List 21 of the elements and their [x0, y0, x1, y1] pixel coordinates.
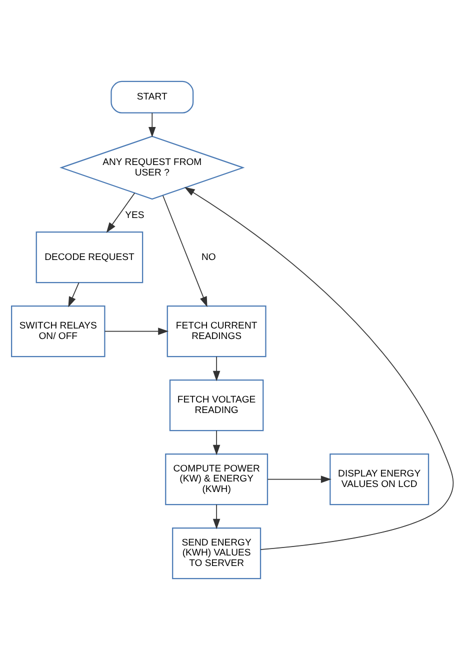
arrow	[212, 356, 220, 381]
node-box: FETCH VOLTAGE READING	[169, 378, 264, 431]
arrow	[106, 192, 136, 232]
node-box: COMPUTE POWER (KW) & ENERGY (KWH)	[165, 452, 268, 505]
node-box: SWITCH RELAYS ON/ OFF	[11, 305, 106, 357]
node-diamond: ANY REQUEST FROM USER ?	[60, 135, 245, 200]
arrow	[162, 194, 208, 307]
edge-label: NO	[202, 251, 216, 262]
arrow	[267, 475, 332, 482]
node-box: FETCH CURRENT READINGS	[166, 305, 266, 357]
arrow	[212, 430, 220, 455]
node-box: SEND ENERGY (KWH) VALUES TO SERVER	[172, 526, 262, 579]
edge-label: YES	[125, 209, 144, 220]
arrow	[68, 282, 80, 307]
arrow	[104, 327, 169, 334]
node-box: START	[110, 80, 194, 113]
arrow	[148, 112, 156, 137]
arrow	[184, 186, 454, 550]
node-box: DECODE REQUEST	[36, 231, 144, 283]
node-box: DISPLAY ENERGY VALUES ON LCD	[330, 452, 430, 505]
arrow	[212, 504, 220, 529]
